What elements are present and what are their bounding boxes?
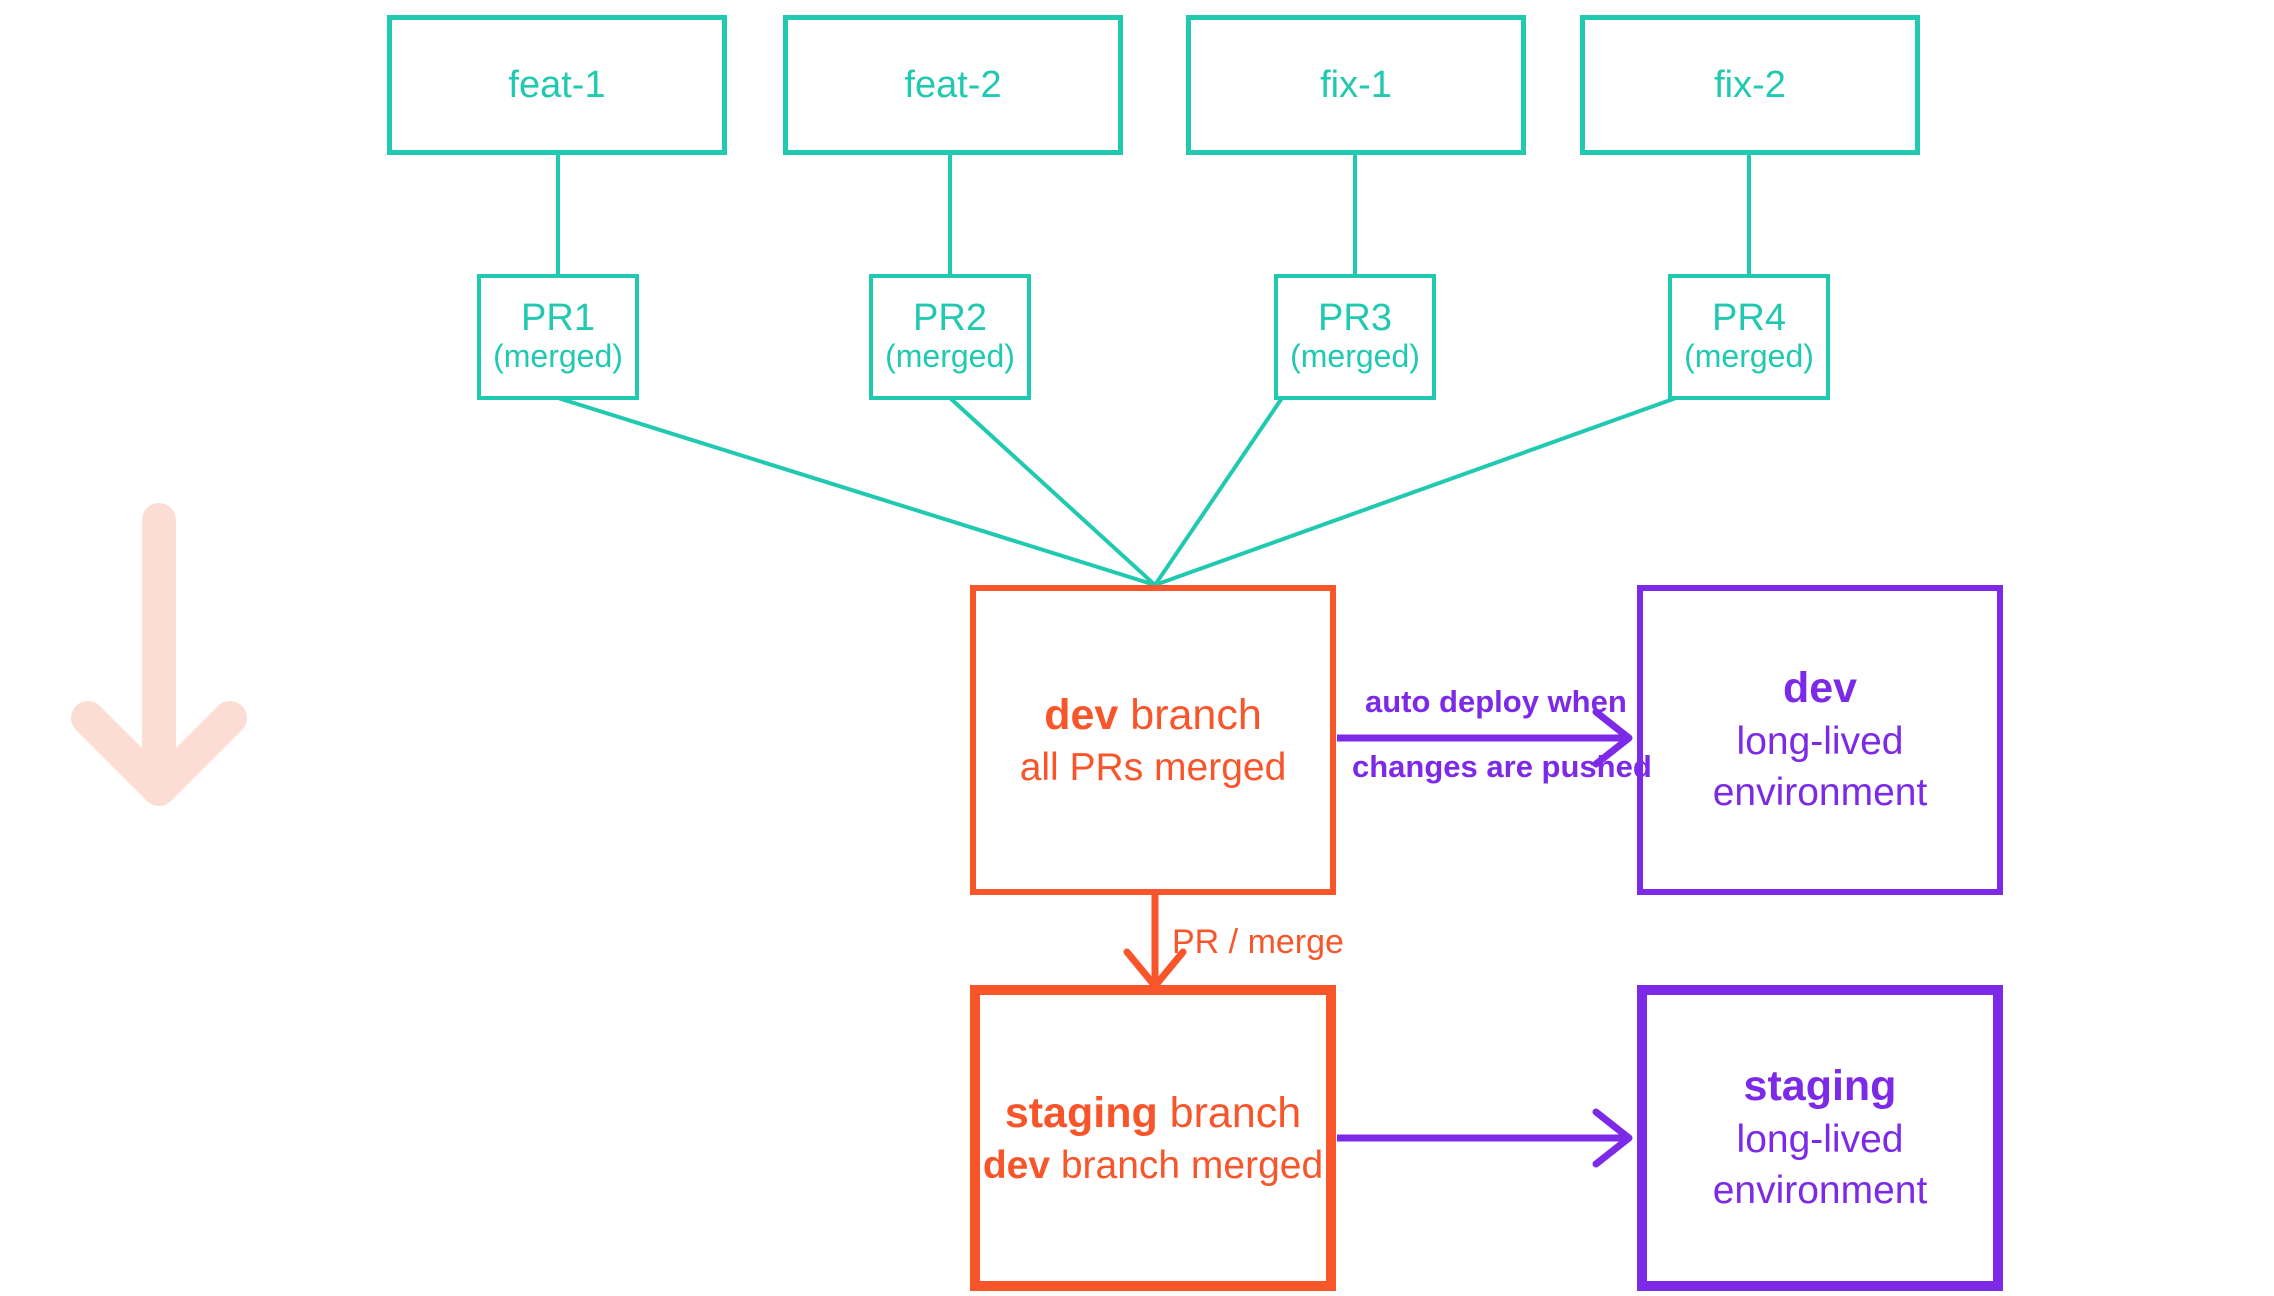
staging-environment-name: staging — [1743, 1062, 1897, 1111]
edge-pr4-dev — [1154, 396, 1677, 587]
branch-node-staging[interactable]: staging branch dev branch merged — [970, 985, 1336, 1291]
dev-environment-line3: environment — [1712, 770, 1928, 814]
dev-branch-subtitle: all PRs merged — [1020, 743, 1287, 793]
pr-status: (merged) — [1290, 338, 1420, 375]
staging-branch-subtitle: dev branch merged — [983, 1141, 1323, 1191]
dev-environment-name: dev — [1782, 664, 1858, 713]
pr-status: (merged) — [1684, 338, 1814, 375]
environment-node-dev[interactable]: dev long-lived environment — [1637, 585, 2003, 895]
edge-pr3-dev — [1153, 396, 1284, 587]
staging-branch-name: staging — [1004, 1088, 1158, 1137]
pr-node-pr4[interactable]: PR4 (merged) — [1668, 274, 1830, 400]
downward-flow-arrow — [71, 503, 247, 806]
dev-branch-name: dev — [1044, 690, 1119, 739]
staging-branch-title: staging branch — [1005, 1086, 1301, 1141]
pr-status: (merged) — [885, 338, 1015, 375]
pr-title: PR3 — [1318, 297, 1392, 340]
edge-staging-branch-to-staging-environment — [1337, 1108, 1633, 1168]
staging-environment-line3: environment — [1712, 1168, 1928, 1212]
staging-branch-subtitle-text: branch merged — [1050, 1143, 1324, 1187]
dev-environment-line2: long-lived — [1736, 720, 1904, 764]
pr-node-pr3[interactable]: PR3 (merged) — [1274, 274, 1436, 400]
staging-environment-line2: long-lived — [1736, 1118, 1904, 1162]
edge-label-auto-deploy-line1: auto deploy when — [1365, 684, 1627, 719]
branch-node-feat-1[interactable]: feat-1 — [387, 15, 727, 155]
branch-node-fix-2[interactable]: fix-2 — [1580, 15, 1920, 155]
branch-label: fix-1 — [1320, 63, 1392, 106]
branch-node-dev[interactable]: dev branch all PRs merged — [970, 585, 1336, 895]
pr-title: PR1 — [521, 297, 595, 340]
dev-branch-name-suffix: branch — [1118, 690, 1262, 739]
pr-status: (merged) — [493, 338, 623, 375]
staging-branch-subtitle-strong: dev — [982, 1143, 1051, 1187]
branch-node-feat-2[interactable]: feat-2 — [783, 15, 1123, 155]
branch-node-fix-1[interactable]: fix-1 — [1186, 15, 1526, 155]
pr-node-pr1[interactable]: PR1 (merged) — [477, 274, 639, 400]
staging-branch-name-suffix: branch — [1157, 1088, 1302, 1137]
edge-label-auto-deploy-line2: changes are pushed — [1352, 749, 1652, 784]
environment-node-staging[interactable]: staging long-lived environment — [1637, 985, 2003, 1291]
pr-title: PR2 — [913, 297, 987, 340]
pr-title: PR4 — [1712, 297, 1786, 340]
edge-label-pr-merge: PR / merge — [1172, 923, 1344, 961]
dev-branch-title: dev branch — [1044, 688, 1262, 743]
dev-branch-subtitle-text: all PRs merged — [1019, 745, 1287, 789]
branch-label: feat-2 — [904, 63, 1002, 106]
edge-pr1-dev — [557, 396, 1156, 587]
edge-pr2-dev — [948, 396, 1157, 587]
pr-node-pr2[interactable]: PR2 (merged) — [869, 274, 1031, 400]
branch-label: fix-2 — [1714, 63, 1786, 106]
branch-label: feat-1 — [508, 63, 606, 106]
